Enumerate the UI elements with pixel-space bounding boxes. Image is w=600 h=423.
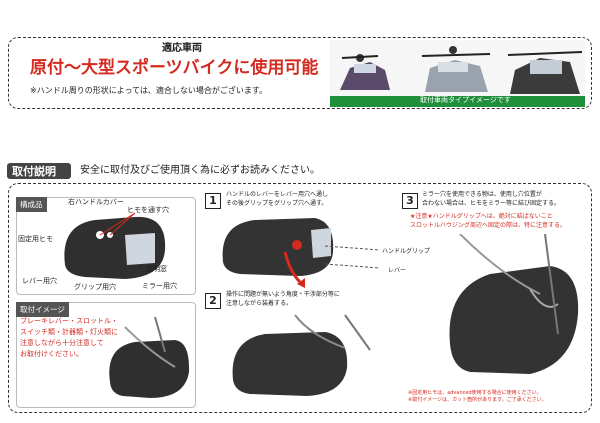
step1-arrow-grip: ハンドルグリップ	[382, 248, 431, 255]
applicable-vehicles-main: 原付〜大型スポーツバイクに使用可能	[30, 58, 319, 78]
step1-number: 1	[205, 193, 221, 209]
bike-images	[330, 40, 585, 96]
instructions-badge	[7, 163, 71, 179]
step3-warning-2: スロットルハウジング周辺へ固定の際は、特に注意する。	[410, 222, 567, 229]
applicable-vehicles-box	[8, 37, 592, 109]
mount-text-2: スイッチ類・計器類・灯火類に	[20, 328, 118, 336]
mount-text-1: ブレーキレバー・スロットル・	[20, 317, 118, 325]
step1-arrow-lever: レバー	[388, 267, 407, 274]
applicable-vehicles-note: ※ハンドル周りの形状によっては、適合しない場合がございます。	[30, 86, 268, 95]
vehicle-caption: 取付車両タイプイメージです	[420, 96, 511, 104]
instructions-badge-label: 取付説明	[12, 165, 56, 178]
step3-footnote-1: ※固定用ヒモは、advanced使用する場合に使用ください。	[408, 390, 542, 396]
step2-number: 2	[205, 293, 221, 309]
step3-text-2: 合わない場合は、ヒモをミラー等に結び固定する。	[422, 200, 561, 207]
step2-text-2: 注意しながら装着する。	[226, 300, 293, 307]
mount-illustration	[109, 316, 190, 398]
applicable-vehicles-heading: 適応車両	[162, 43, 202, 54]
mount-image-title: 取付イメージ	[16, 302, 69, 317]
step3-number: 3	[402, 193, 418, 209]
mount-text-3: 注意しながら十分注意して	[20, 339, 104, 347]
components-title: 構成品	[16, 197, 47, 212]
label-clear-window: 透明窓	[146, 265, 167, 273]
label-string-hole: ヒモを通す穴	[127, 206, 169, 214]
step2-text-1: 操作に問題が無いよう角度・干渉部分等に	[226, 291, 340, 298]
step3-text-1: ミラー穴を使用できる物は、使用し穴位置が	[422, 191, 542, 198]
instructions-lead: 安全に取付及びご使用頂く為に必ずお読みください。	[80, 165, 320, 176]
label-grip-hole: グリップ用穴	[74, 283, 116, 291]
step3-illustration	[449, 234, 579, 374]
label-lever-hole: レバー用穴	[22, 277, 57, 285]
label-right-cover: 右ハンドルカバー	[68, 198, 124, 206]
step2-illustration	[232, 314, 371, 396]
components-frame	[16, 197, 196, 295]
step1-text-1: ハンドルのレバーをレバー用穴へ通し	[226, 191, 329, 198]
label-string: 固定用ヒモ	[18, 235, 53, 243]
step3-warning-1: ★注意★ハンドルグリップへは、絶対に結ばないこと	[410, 213, 553, 220]
cover-illustration	[64, 212, 166, 279]
vehicle-caption-bar	[330, 96, 585, 107]
instructions-box	[8, 183, 592, 413]
mount-text-4: お取付けください。	[20, 350, 83, 358]
label-mirror-hole: ミラー用穴	[142, 282, 177, 290]
step3-footnote-2: ※取付イメージは、カット箇所があります。ご了承ください。	[408, 397, 547, 403]
mount-image-frame	[16, 302, 196, 408]
step1-text-2: その後グリップをグリップ穴へ通す。	[226, 200, 328, 207]
step1-illustration	[222, 218, 381, 288]
